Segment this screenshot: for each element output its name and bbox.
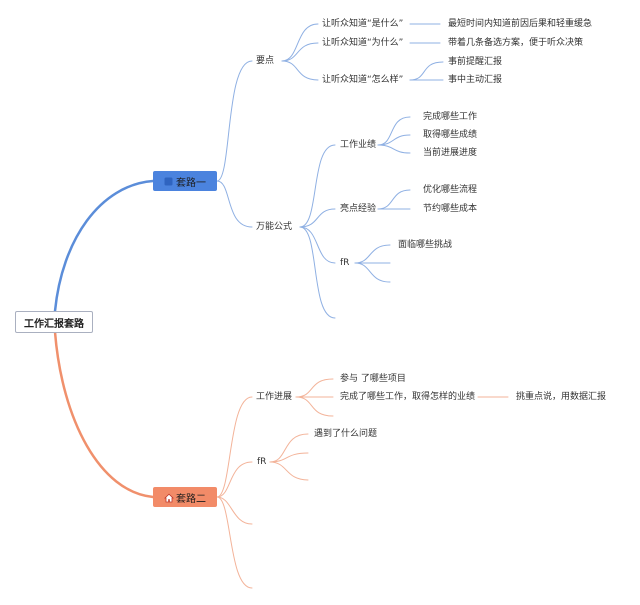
connector-progress-item1 [295, 378, 334, 398]
connector-formula-group3 [299, 226, 336, 264]
connector-group1-item3 [377, 144, 411, 154]
fr2-node[interactable]: fR [257, 457, 267, 467]
connector-group3-empty2 [354, 262, 391, 283]
connector-item3-sub1 [409, 61, 444, 81]
yaodian-item-1[interactable]: 让听众知道“是什么” [322, 19, 404, 29]
branch1-node[interactable]: 套路一 [153, 171, 217, 191]
connector-group3-item1 [354, 244, 391, 264]
connector-progress-empty [295, 396, 334, 417]
connector-formula-group1 [299, 144, 336, 228]
connector-branch2-progress [216, 396, 253, 498]
connector-root-branch1 [53, 179, 155, 313]
connector-branch2-empty2 [216, 496, 253, 589]
branch1-label: 套路一 [176, 177, 206, 189]
yaodian-item-1-detail[interactable]: 最短时间内知道前因后果和轻重缓急 [448, 19, 593, 29]
connector-branch1-formula [216, 180, 253, 228]
connector-group2-item1 [377, 189, 411, 210]
progress-node[interactable]: 工作进展 [256, 392, 293, 402]
connector-formula-empty [299, 226, 336, 319]
yaodian-item-3-sub-1[interactable]: 事前提醒汇报 [448, 57, 503, 67]
yaodian-item-2-detail[interactable]: 带着几条备选方案，便于听众决策 [448, 38, 584, 48]
yaodian-item-3-sub-2[interactable]: 事中主动汇报 [448, 75, 503, 85]
root-node[interactable]: 工作汇报套路 [15, 311, 93, 333]
home-icon [163, 493, 175, 502]
root-label: 工作汇报套路 [24, 318, 84, 330]
connector-group1-item1 [377, 116, 411, 146]
yaodian-item-2[interactable]: 让听众知道“为什么” [322, 38, 404, 48]
square-icon [164, 177, 173, 186]
formula-node[interactable]: 万能公式 [256, 222, 293, 232]
formula-group-2[interactable]: 亮点经验 [340, 204, 377, 214]
yaodian-item-3[interactable]: 让听众知道“怎么样” [322, 75, 404, 85]
formula-group-1[interactable]: 工作业绩 [340, 140, 377, 150]
formula-group-3[interactable]: fR [340, 258, 350, 268]
connector-branch2-empty1 [216, 496, 253, 525]
connector-yaodian-item1 [281, 23, 319, 62]
connector-yaodian-item3 [281, 60, 319, 81]
formula-group-1-item-3[interactable]: 当前进展进度 [423, 148, 478, 158]
connector-fr2-empty1 [269, 452, 309, 463]
connector-fr2-empty2 [269, 461, 309, 481]
formula-group-1-item-1[interactable]: 完成哪些工作 [423, 112, 478, 122]
progress-item-2[interactable]: 完成了哪些工作，取得怎样的业绩 [340, 392, 476, 402]
yaodian-node[interactable]: 要点 [256, 56, 275, 66]
formula-group-2-item-2[interactable]: 节约哪些成本 [423, 204, 478, 214]
progress-item-1[interactable]: 参与 了哪些项目 [340, 374, 406, 384]
connector-branch2-fr [216, 461, 253, 498]
connector-root-branch2 [53, 330, 155, 499]
branch2-node[interactable]: 套路二 [153, 487, 217, 507]
progress-item-2-tip[interactable]: 挑重点说，用数据汇报 [516, 392, 607, 402]
connector-yaodian-item2 [281, 42, 319, 62]
connector-formula-group2 [299, 208, 336, 228]
connector-fr2-item1 [269, 433, 309, 463]
branch2-label: 套路二 [176, 493, 206, 505]
formula-group-3-item-1[interactable]: 面临哪些挑战 [398, 240, 453, 250]
formula-group-1-item-2[interactable]: 取得哪些成绩 [423, 130, 478, 140]
fr2-item-1[interactable]: 遇到了什么问题 [314, 429, 378, 439]
formula-group-2-item-1[interactable]: 优化哪些流程 [423, 185, 478, 195]
connector-branch1-yaodian [216, 60, 253, 182]
